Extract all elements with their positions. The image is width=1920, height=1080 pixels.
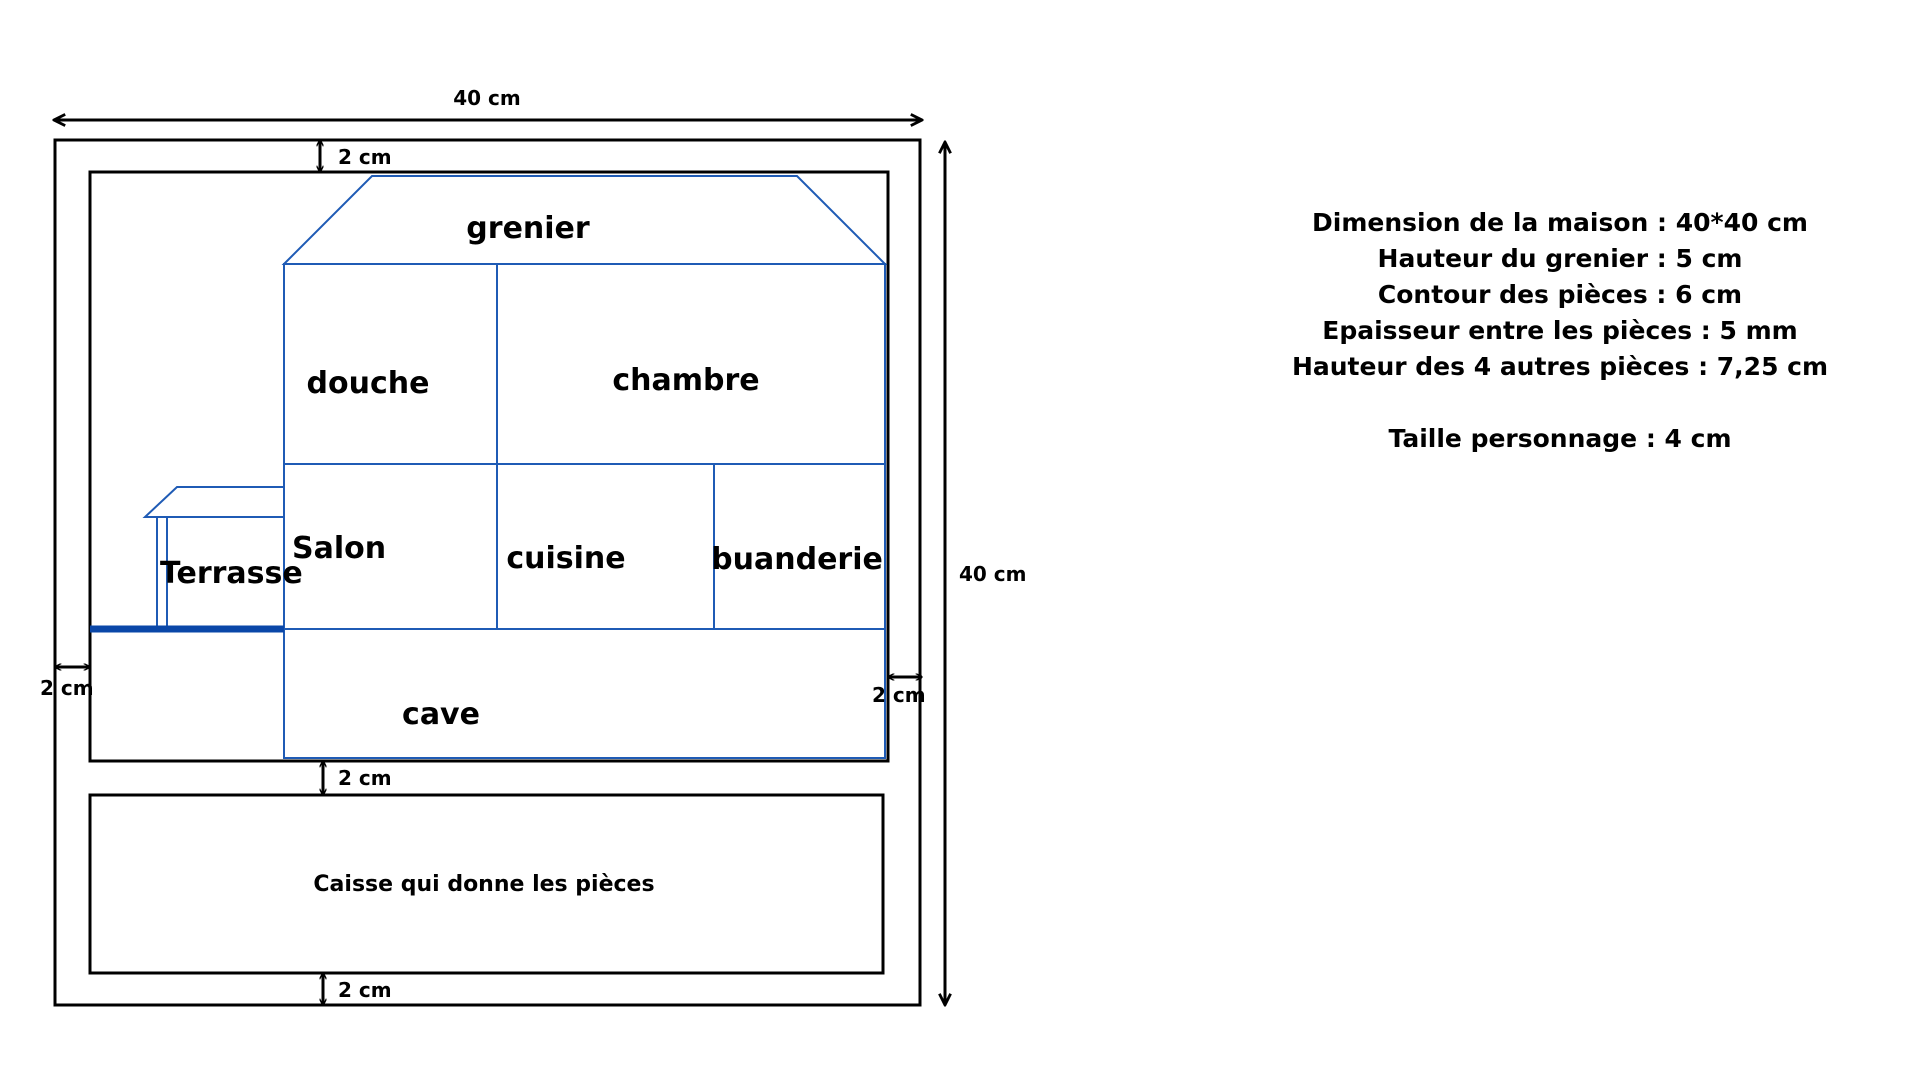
middle-margin-label: 2 cm — [338, 766, 392, 790]
room-buanderie: buanderie — [711, 542, 883, 577]
room-salon: Salon — [292, 531, 386, 566]
spec-attic-height: Hauteur du grenier : 5 cm — [1377, 244, 1743, 273]
room-grenier: grenier — [466, 211, 590, 246]
spec-wall-thickness: Epaisseur entre les pièces : 5 mm — [1322, 316, 1798, 345]
specs-panel: Dimension de la maison : 40*40 cm Hauteu… — [1200, 205, 1920, 457]
spec-room-outline: Contour des pièces : 6 cm — [1377, 280, 1743, 309]
spec-character-size: Taille personnage : 4 cm — [1388, 424, 1732, 453]
terrace-roof — [142, 486, 284, 518]
room-chambre: chambre — [612, 363, 759, 398]
left-margin-label: 2 cm — [40, 676, 94, 700]
rooms-structure — [142, 175, 888, 759]
right-height-label: 40 cm — [959, 562, 1027, 586]
spec-house-dimension: Dimension de la maison : 40*40 cm — [1312, 208, 1808, 237]
parts-box-label: Caisse qui donne les pièces — [313, 872, 654, 897]
room-terrasse: Terrasse — [160, 556, 303, 591]
top-margin-label: 2 cm — [338, 145, 392, 169]
top-width-label: 40 cm — [453, 86, 521, 110]
room-cave: cave — [402, 697, 480, 732]
room-cuisine: cuisine — [506, 541, 625, 576]
spec-other-rooms-height: Hauteur des 4 autres pièces : 7,25 cm — [1291, 352, 1829, 381]
room-douche: douche — [307, 366, 430, 401]
house-frame — [88, 170, 890, 763]
house-body-outline — [283, 263, 886, 759]
right-margin-label: 2 cm — [872, 683, 926, 707]
parts-box — [88, 793, 885, 975]
bottom-margin-label: 2 cm — [338, 978, 392, 1002]
spec-spacer — [1200, 385, 1920, 421]
outer-frame — [53, 138, 922, 1007]
